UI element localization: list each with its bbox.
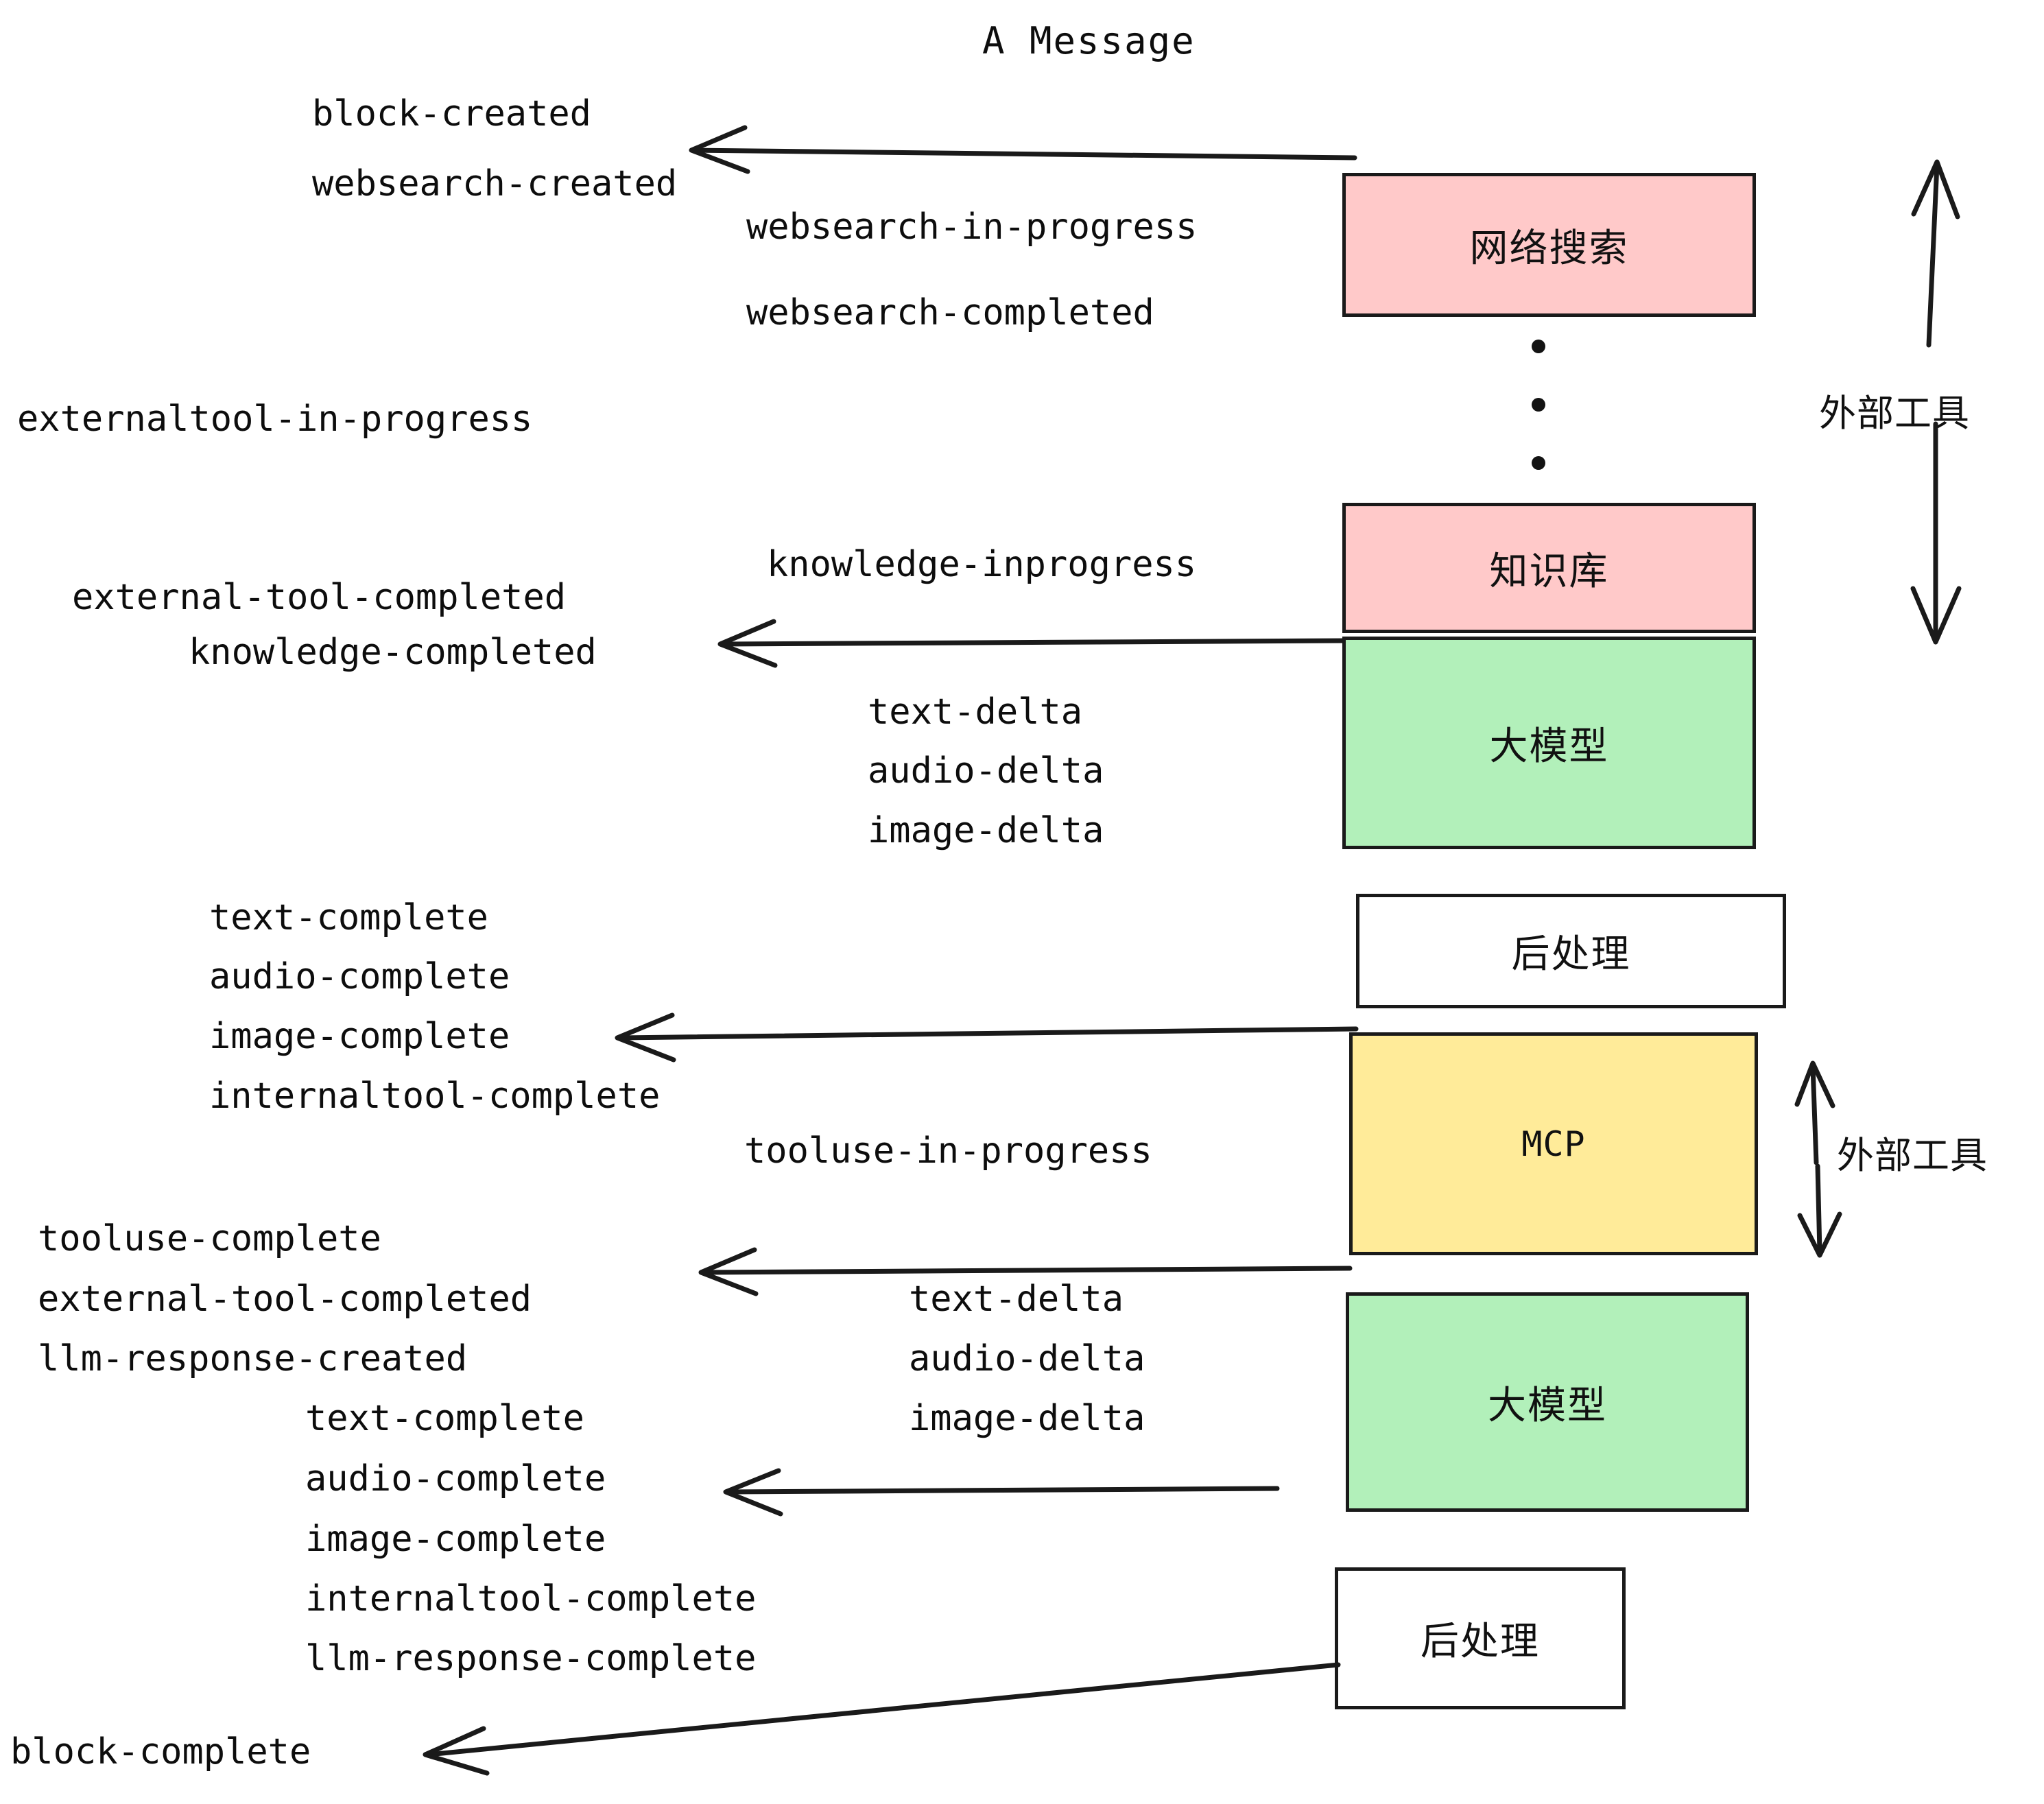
event-label-internaltool-complete-2: internaltool-complete (305, 1578, 757, 1619)
event-label-image-delta-2: image-delta (909, 1398, 1145, 1439)
page-title: A Message (982, 19, 1196, 62)
event-label-websearch-created: websearch-created (312, 163, 678, 204)
event-label-audio-complete-1: audio-complete (209, 956, 510, 997)
vertical-ellipsis-icon (1530, 340, 1547, 470)
arrow-external-tool-top-down (1910, 421, 1962, 645)
event-label-llm-response-created: llm-response-created (38, 1338, 468, 1379)
event-label-image-complete-2: image-complete (305, 1519, 606, 1560)
event-label-image-delta-1: image-delta (868, 810, 1104, 851)
event-label-audio-complete-2: audio-complete (305, 1458, 606, 1499)
node-box-llm-2[interactable]: 大模型 (1346, 1292, 1749, 1512)
event-label-block-complete: block-complete (10, 1731, 311, 1772)
arrow-postprocess2-to-blockcomplete (423, 1662, 1341, 1776)
arrow-websearch-to-created (689, 125, 1357, 174)
event-label-text-complete-2: text-complete (305, 1398, 584, 1439)
node-box-postprocess-2[interactable]: 后处理 (1335, 1567, 1626, 1709)
arrow-external-tool-bottom-down (1797, 1163, 1842, 1258)
event-label-internaltool-complete-1: internaltool-complete (209, 1076, 661, 1117)
event-label-text-delta-2: text-delta (909, 1279, 1124, 1320)
arrow-knowledge-to-completed (717, 619, 1346, 668)
event-label-block-created: block-created (312, 93, 591, 134)
event-label-knowledge-completed: knowledge-completed (189, 632, 597, 673)
side-label-external-tool-top: 外部工具 (1819, 392, 1970, 435)
side-label-external-tool-bottom: 外部工具 (1837, 1134, 1988, 1177)
event-label-external-tool-completed-1: external-tool-completed (72, 577, 567, 618)
event-label-text-complete-1: text-complete (209, 897, 488, 938)
event-label-image-complete-1: image-complete (209, 1016, 510, 1057)
event-label-websearch-in-progress: websearch-in-progress (746, 206, 1198, 248)
event-label-tooluse-complete: tooluse-complete (38, 1218, 381, 1259)
node-box-mcp[interactable]: MCP (1349, 1032, 1758, 1255)
event-label-audio-delta-2: audio-delta (909, 1338, 1145, 1379)
node-box-llm-1[interactable]: 大模型 (1342, 637, 1756, 849)
event-label-tooluse-in-progress: tooluse-in-progress (744, 1130, 1152, 1172)
arrow-external-tool-bottom-up (1794, 1060, 1835, 1165)
event-label-websearch-completed: websearch-completed (746, 292, 1154, 333)
node-box-websearch[interactable]: 网络搜索 (1342, 173, 1756, 317)
node-box-knowledge[interactable]: 知识库 (1342, 503, 1756, 633)
event-label-external-tool-completed-2: external-tool-completed (38, 1279, 532, 1320)
arrow-llm2-to-audiocomplete (723, 1468, 1280, 1517)
event-label-audio-delta-1: audio-delta (868, 750, 1104, 792)
node-box-postprocess-1[interactable]: 后处理 (1356, 894, 1786, 1008)
event-label-text-delta-1: text-delta (868, 691, 1083, 733)
event-label-externaltool-in-progress: externaltool-in-progress (17, 399, 533, 440)
event-label-knowledge-inprogress: knowledge-inprogress (767, 544, 1197, 585)
arrow-postprocess1-to-imagecomplete (615, 1012, 1359, 1063)
arrow-external-tool-top-up (1911, 159, 1960, 348)
event-label-llm-response-complete: llm-response-complete (305, 1638, 757, 1679)
